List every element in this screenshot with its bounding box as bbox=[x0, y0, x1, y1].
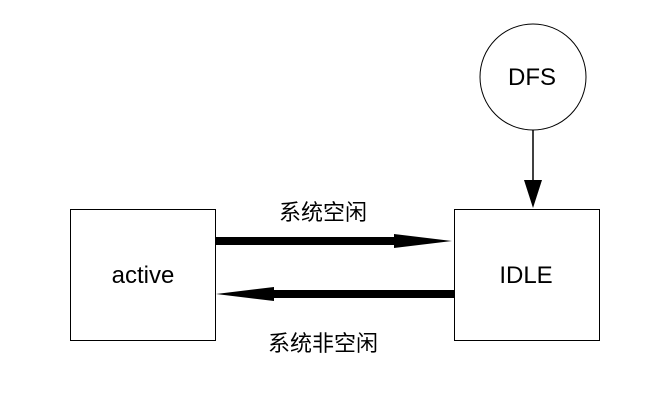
edge-idle-to-active: 系统非空闲 bbox=[216, 287, 454, 357]
node-dfs: DFS bbox=[479, 23, 587, 131]
node-idle-label: IDLE bbox=[499, 262, 552, 289]
edge-active-to-idle-label: 系统空闲 bbox=[279, 201, 367, 226]
node-active-label: active bbox=[112, 262, 175, 289]
edge-dfs-to-idle-arrowhead bbox=[524, 180, 542, 208]
node-idle-box bbox=[454, 209, 600, 341]
edge-idle-to-active-arrowhead bbox=[216, 287, 274, 301]
node-dfs-label: DFS bbox=[508, 64, 556, 91]
edge-active-to-idle-arrowhead bbox=[394, 234, 452, 248]
edge-active-to-idle: 系统空闲 bbox=[216, 201, 452, 248]
node-idle: IDLE bbox=[454, 209, 600, 341]
node-active: active bbox=[70, 209, 216, 341]
edge-idle-to-active-label: 系统非空闲 bbox=[268, 332, 378, 357]
edge-dfs-to-idle bbox=[524, 130, 542, 208]
node-active-box bbox=[70, 209, 216, 341]
